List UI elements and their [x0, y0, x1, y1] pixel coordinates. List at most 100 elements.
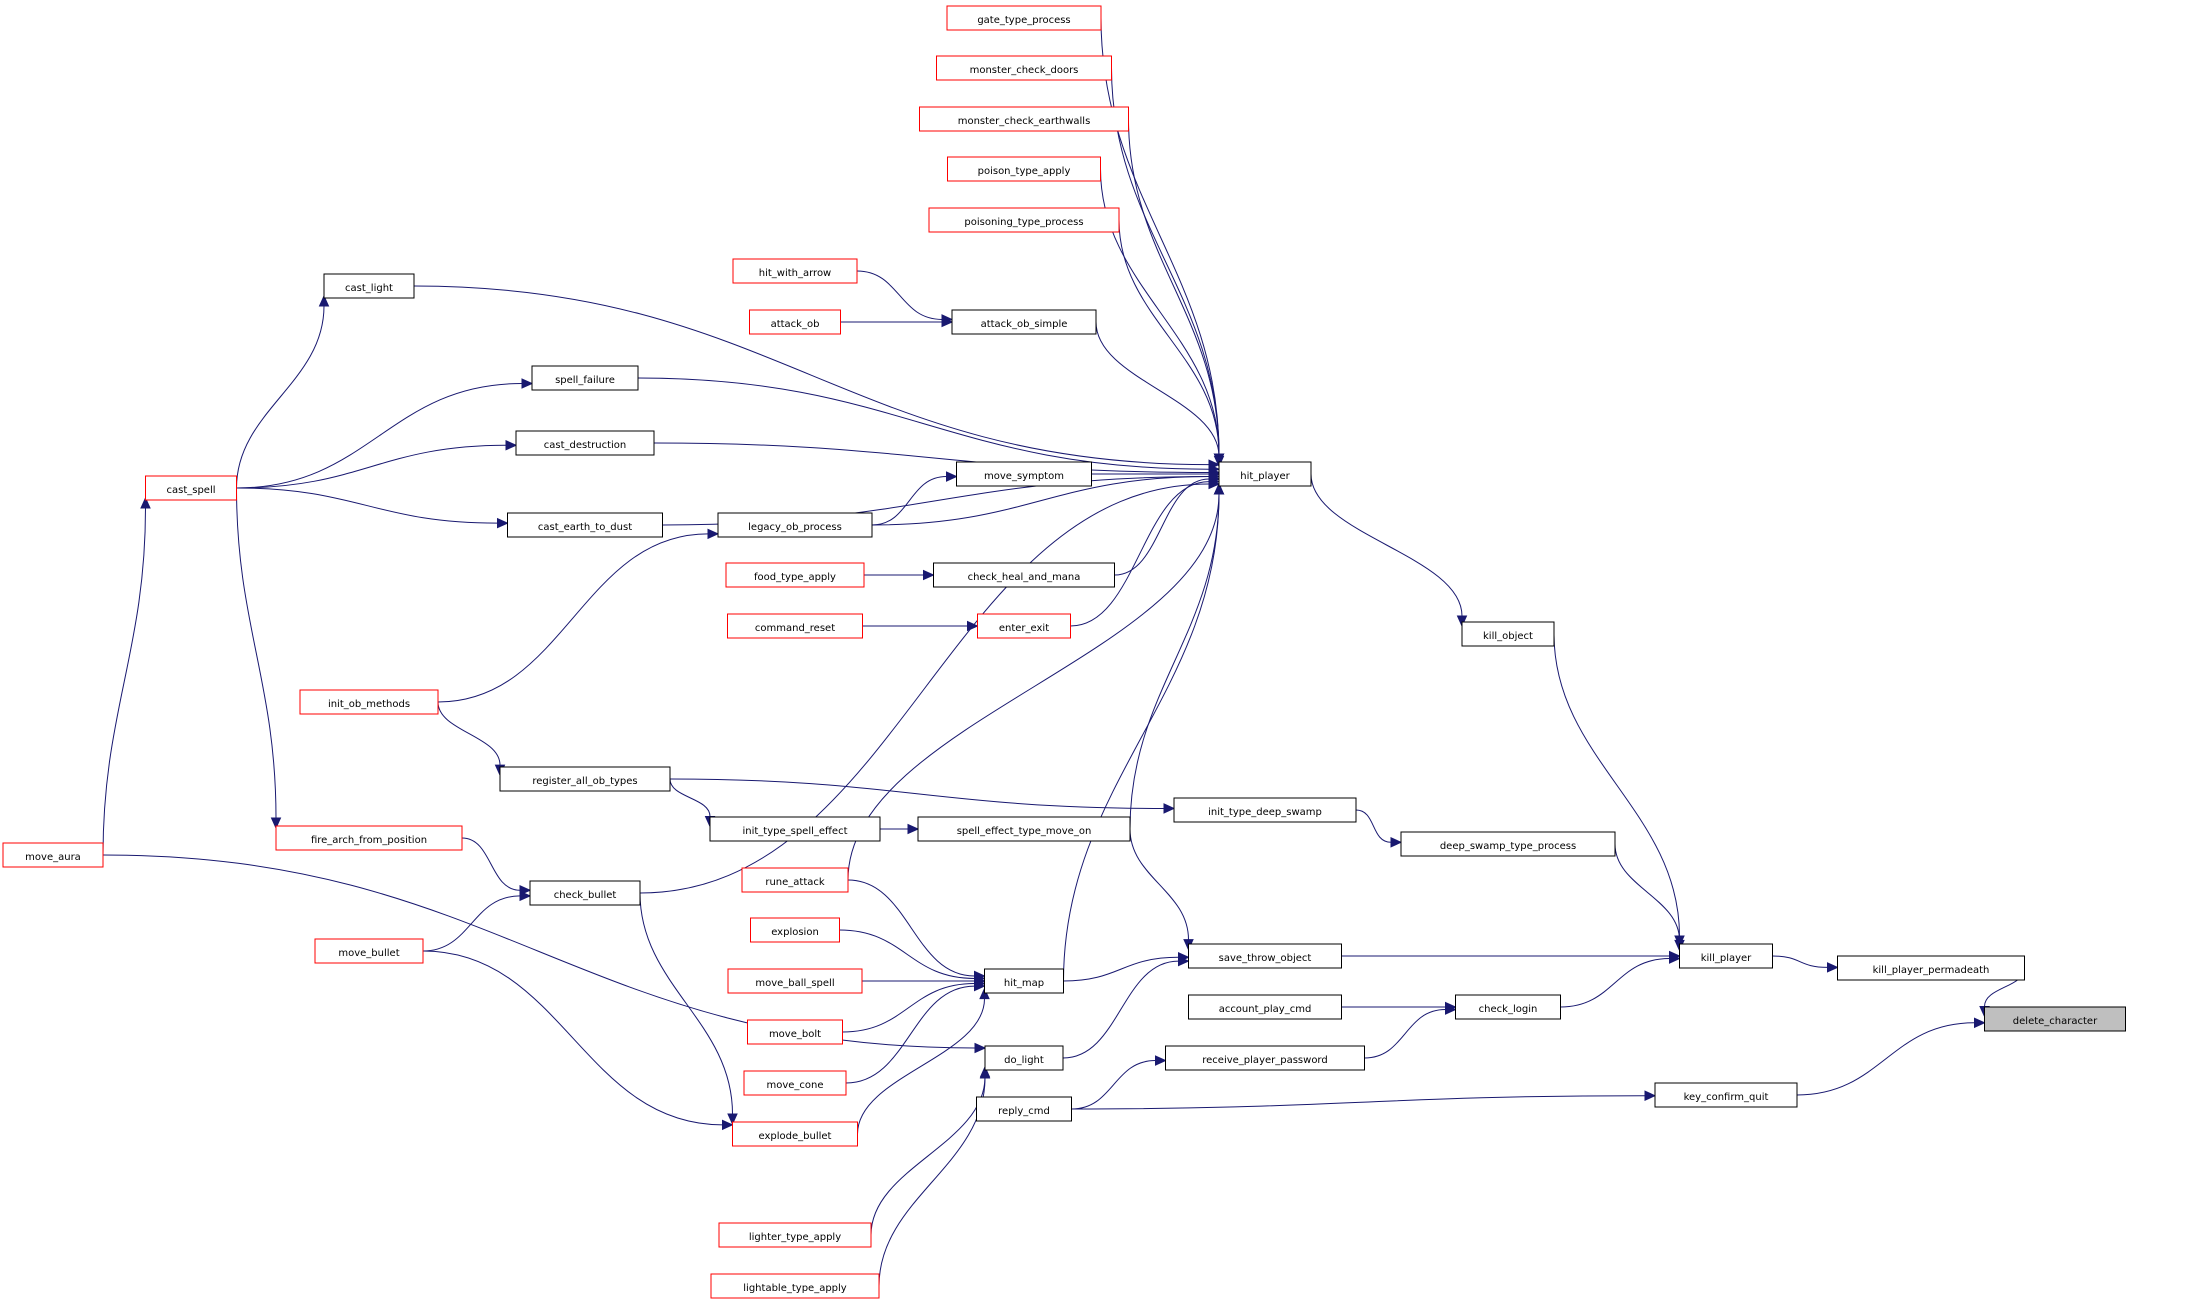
node-box	[747, 1019, 843, 1045]
edge-cast_spell-to-cast_light	[236, 294, 330, 489]
arrowhead	[941, 316, 954, 328]
node-check_bullet[interactable]: check_bullet	[529, 880, 641, 906]
edge-line	[102, 507, 146, 856]
node-cast_destruction[interactable]: cast_destruction	[515, 430, 655, 456]
node-label: kill_object	[1483, 631, 1533, 642]
node-fire_arch_from_position[interactable]: fire_arch_from_position	[275, 825, 463, 851]
edge-line	[1128, 118, 1220, 455]
node-enter_exit[interactable]: enter_exit	[977, 613, 1071, 639]
edge-hit_map-to-hit_player	[1063, 482, 1225, 982]
node-init_type_spell_effect[interactable]: init_type_spell_effect	[709, 816, 881, 842]
node-hit_with_arrow[interactable]: hit_with_arrow	[732, 258, 858, 284]
node-lightable_type_apply[interactable]: lightable_type_apply	[710, 1273, 880, 1299]
edge-line	[1772, 955, 1828, 968]
node-food_type_apply[interactable]: food_type_apply	[725, 562, 865, 588]
node-init_type_deep_swamp[interactable]: init_type_deep_swamp	[1173, 797, 1357, 823]
edge-key_confirm_quit-to-delete_character	[1796, 1017, 1986, 1096]
node-label: hit_with_arrow	[759, 268, 832, 279]
node-move_bullet[interactable]: move_bullet	[314, 938, 424, 964]
node-move_bolt[interactable]: move_bolt	[747, 1019, 843, 1045]
edge-gate_type_process-to-hit_player	[1100, 17, 1225, 466]
node-kill_object[interactable]: kill_object	[1461, 621, 1555, 647]
node-reply_cmd[interactable]: reply_cmd	[976, 1096, 1072, 1122]
edge-line	[639, 892, 733, 1115]
node-poison_type_apply[interactable]: poison_type_apply	[947, 156, 1101, 182]
edge-line	[1062, 960, 1179, 1059]
node-hit_player[interactable]: hit_player	[1218, 461, 1312, 487]
edge-deep_swamp_type_process-to-kill_player	[1614, 843, 1685, 952]
node-key_confirm_quit[interactable]: key_confirm_quit	[1654, 1082, 1798, 1108]
node-move_ball_spell[interactable]: move_ball_spell	[727, 968, 863, 994]
edge-cast_spell-to-fire_arch_from_position	[236, 487, 282, 830]
node-monster_check_earthwalls[interactable]: monster_check_earthwalls	[919, 106, 1129, 132]
edge-line	[422, 895, 521, 952]
node-explosion[interactable]: explosion	[750, 917, 840, 943]
node-box	[946, 5, 1102, 31]
node-explode_bullet[interactable]: explode_bullet	[732, 1121, 858, 1147]
node-label: move_bolt	[769, 1029, 821, 1040]
node-monster_check_doors[interactable]: monster_check_doors	[936, 55, 1112, 81]
node-spell_effect_type_move_on[interactable]: spell_effect_type_move_on	[917, 816, 1131, 842]
node-label: key_confirm_quit	[1684, 1092, 1769, 1103]
node-box	[976, 1096, 1072, 1122]
node-do_light[interactable]: do_light	[984, 1045, 1064, 1071]
arrowhead	[1445, 1004, 1457, 1015]
node-kill_player_permadeath[interactable]: kill_player_permadeath	[1837, 955, 2025, 981]
node-move_aura[interactable]: move_aura	[2, 842, 104, 868]
node-box	[919, 106, 1129, 132]
node-box	[1188, 994, 1342, 1020]
node-cast_light[interactable]: cast_light	[323, 273, 415, 299]
node-save_throw_object[interactable]: save_throw_object	[1188, 943, 1342, 969]
node-move_symptom[interactable]: move_symptom	[956, 461, 1092, 487]
node-box	[917, 816, 1131, 842]
edge-line	[839, 929, 975, 979]
node-attack_ob_simple[interactable]: attack_ob_simple	[951, 309, 1097, 335]
node-init_ob_methods[interactable]: init_ob_methods	[299, 689, 439, 715]
edge-line	[1614, 843, 1680, 941]
node-poisoning_type_process[interactable]: poisoning_type_process	[928, 207, 1120, 233]
node-hit_map[interactable]: hit_map	[984, 968, 1064, 994]
edge-hit_map-to-save_throw_object	[1063, 951, 1190, 982]
edge-check_bullet-to-hit_player	[639, 478, 1221, 894]
node-check_login[interactable]: check_login	[1455, 994, 1561, 1020]
node-command_reset[interactable]: command_reset	[727, 613, 863, 639]
edge-line	[437, 533, 709, 703]
node-receive_player_password[interactable]: receive_player_password	[1165, 1045, 1365, 1071]
node-box	[933, 562, 1115, 588]
edge-line	[1063, 493, 1220, 982]
edge-attack_ob_simple-to-hit_player	[1095, 321, 1225, 468]
node-account_play_cmd[interactable]: account_play_cmd	[1188, 994, 1342, 1020]
edge-line	[871, 476, 1210, 526]
node-box	[515, 430, 655, 456]
node-register_all_ob_types[interactable]: register_all_ob_types	[499, 766, 671, 792]
node-cast_earth_to_dust[interactable]: cast_earth_to_dust	[507, 512, 663, 538]
node-label: receive_player_password	[1202, 1055, 1327, 1066]
edge-register_all_ob_types-to-init_type_deep_swamp	[669, 778, 1176, 814]
edge-hit_with_arrow-to-attack_ob_simple	[856, 270, 954, 325]
node-legacy_ob_process[interactable]: legacy_ob_process	[717, 512, 873, 538]
node-check_heal_and_mana[interactable]: check_heal_and_mana	[933, 562, 1115, 588]
edge-line	[847, 879, 975, 977]
node-spell_failure[interactable]: spell_failure	[531, 365, 639, 391]
node-label: lighter_type_apply	[749, 1232, 841, 1243]
node-move_cone[interactable]: move_cone	[743, 1070, 847, 1096]
node-box	[1461, 621, 1555, 647]
edge-lighter_type_apply-to-do_light	[870, 1065, 991, 1236]
node-label: lightable_type_apply	[743, 1283, 847, 1294]
node-box	[951, 309, 1097, 335]
node-lighter_type_apply[interactable]: lighter_type_apply	[718, 1222, 872, 1248]
node-label: check_login	[1479, 1004, 1538, 1015]
node-rune_attack[interactable]: rune_attack	[741, 867, 849, 893]
node-cast_spell[interactable]: cast_spell	[145, 475, 237, 501]
node-kill_player[interactable]: kill_player	[1679, 943, 1773, 969]
node-label: init_type_deep_swamp	[1208, 807, 1322, 818]
node-gate_type_process[interactable]: gate_type_process	[946, 5, 1102, 31]
node-box	[323, 273, 415, 299]
edge-line	[1118, 219, 1220, 455]
arrowhead	[270, 817, 282, 830]
node-label: cast_earth_to_dust	[538, 522, 632, 533]
node-deep_swamp_type_process[interactable]: deep_swamp_type_process	[1400, 831, 1616, 857]
node-attack_ob[interactable]: attack_ob	[749, 309, 841, 335]
node-box	[529, 880, 641, 906]
